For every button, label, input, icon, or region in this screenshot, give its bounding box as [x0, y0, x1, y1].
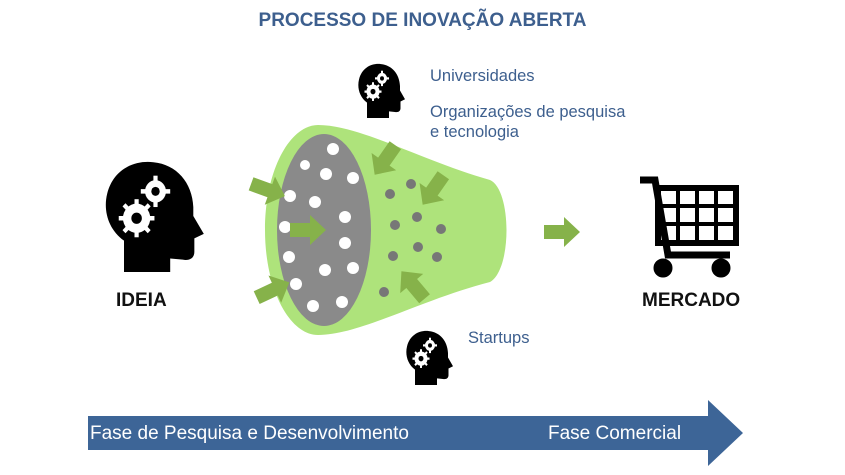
- research-orgs-label-1: Organizações de pesquisa: [430, 103, 625, 122]
- startups-label: Startups: [468, 329, 529, 348]
- page-title: PROCESSO DE INOVAÇÃO ABERTA: [0, 10, 845, 32]
- market-label: MERCADO: [642, 290, 740, 312]
- cart-icon: [640, 180, 736, 277]
- universities-head-icon: [358, 64, 405, 118]
- universities-label: Universidades: [430, 67, 535, 86]
- research-orgs-label-2: e tecnologia: [430, 123, 519, 142]
- commercial-phase-label: Fase Comercial: [548, 423, 681, 445]
- startups-head-icon: [406, 331, 453, 385]
- rd-phase-label: Fase de Pesquisa e Desenvolvimento: [90, 423, 409, 445]
- idea-label: IDEIA: [116, 290, 167, 312]
- idea-head-icon: [106, 162, 204, 272]
